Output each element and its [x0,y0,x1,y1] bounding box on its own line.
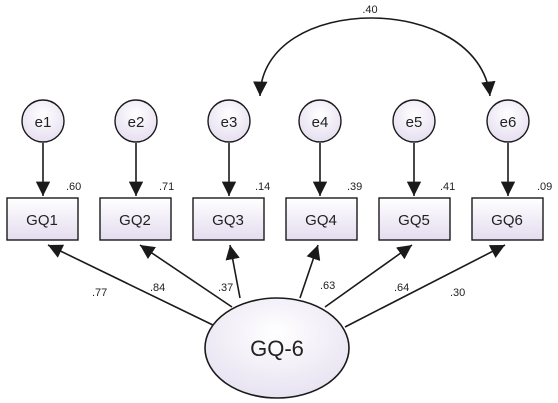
indicator-label: GQ1 [26,212,58,229]
error-label: e3 [221,114,238,131]
indicator-box-gq1: GQ1 .60 [6,181,81,241]
loading-arrow-1 [47,244,218,328]
indicator-box-gq4: GQ4 .39 [285,181,362,241]
loading-value-gq2: .84 [150,282,165,294]
r-squared-value: .14 [255,181,270,193]
indicator-label: GQ6 [491,212,523,229]
error-label: e1 [35,114,52,131]
indicator-box-gq3: GQ3 .14 [192,181,270,241]
covariance-value: .40 [362,4,377,16]
loading-value-gq3: .37 [218,282,233,294]
r-squared-value: .41 [440,181,455,193]
error-label: e4 [312,114,329,131]
loading-value-gq5: .64 [394,282,409,294]
latent-factor-node: GQ-6 [204,297,350,399]
indicator-label: GQ3 [212,212,244,229]
loading-arrow-5 [324,244,413,308]
r-squared-value: .60 [66,181,81,193]
loading-arrows [47,244,506,328]
indicator-nodes: GQ1 .60 GQ2 .71 GQ3 .14 GQ4 .39 GQ5 .41 … [6,181,552,241]
covariance-arc [253,17,496,97]
factor-label: GQ-6 [250,336,304,361]
error-label: e5 [406,114,423,131]
indicator-box-gq6: GQ6 .09 [471,181,552,241]
indicator-label: GQ4 [305,212,337,229]
loading-arrow-6 [344,244,506,328]
indicator-box-gq2: GQ2 .71 [99,181,174,241]
loading-arrow-4 [299,244,321,299]
indicator-label: GQ2 [119,212,151,229]
loading-value-gq1: .77 [92,287,107,299]
error-node-e4: e4 [298,99,342,143]
loading-value-gq4: .63 [320,280,335,292]
error-node-e2: e2 [114,99,158,143]
loading-arrow-3 [225,244,241,299]
indicator-box-gq5: GQ5 .41 [378,181,455,241]
indicator-label: GQ5 [398,212,430,229]
loading-arrow-2 [139,244,233,308]
error-nodes: e1 e2 e3 e4 e5 e6 [21,99,530,143]
error-label: e6 [500,114,517,131]
r-squared-value: .39 [347,181,362,193]
error-node-e1: e1 [21,99,65,143]
error-node-e6: e6 [486,99,530,143]
error-label: e2 [128,114,145,131]
loading-labels: .77 .84 .37 .63 .64 .30 [92,280,465,299]
r-squared-value: .09 [537,181,552,193]
loading-value-gq6: .30 [450,287,465,299]
error-node-e5: e5 [392,99,436,143]
error-node-e3: e3 [207,99,251,143]
error-arrows [35,143,516,196]
r-squared-value: .71 [159,181,174,193]
